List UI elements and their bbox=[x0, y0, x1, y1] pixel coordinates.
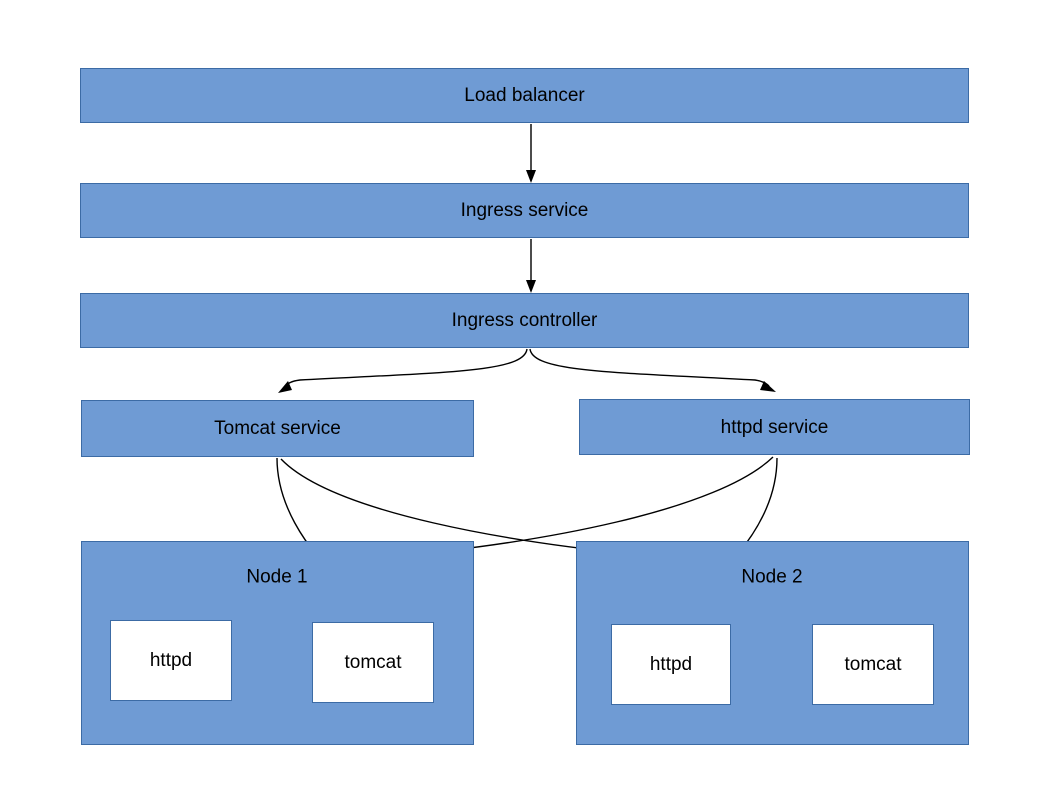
edge-controller-to-httpd-service bbox=[529, 348, 770, 387]
service-tomcat[interactable]: Tomcat service bbox=[81, 400, 474, 457]
pod-node2-httpd[interactable]: httpd bbox=[611, 624, 731, 705]
service-httpd[interactable]: httpd service bbox=[579, 399, 970, 455]
tier-ingress-controller[interactable]: Ingress controller bbox=[80, 293, 969, 348]
tier-load-balancer-label: Load balancer bbox=[464, 85, 585, 106]
pod-node1-tomcat[interactable]: tomcat bbox=[312, 622, 434, 703]
pod-node2-httpd-label: httpd bbox=[649, 654, 693, 675]
service-tomcat-label: Tomcat service bbox=[214, 418, 341, 439]
tier-load-balancer[interactable]: Load balancer bbox=[80, 68, 969, 123]
service-httpd-label: httpd service bbox=[720, 416, 829, 438]
tier-ingress-service-label: Ingress service bbox=[460, 200, 589, 221]
tier-ingress-controller-label: Ingress controller bbox=[451, 310, 598, 331]
node-label-1: Node 1 bbox=[246, 566, 308, 588]
pod-node1-tomcat-label: tomcat bbox=[344, 652, 402, 673]
arrowhead-controller-to-httpd-service bbox=[760, 381, 776, 392]
pod-node1-httpd[interactable]: httpd bbox=[110, 620, 232, 701]
pod-node1-httpd-label: httpd bbox=[149, 650, 193, 671]
node-label-2: Node 2 bbox=[741, 566, 803, 588]
pod-node2-tomcat-label: tomcat bbox=[844, 654, 902, 675]
tier-ingress-service[interactable]: Ingress service bbox=[80, 183, 969, 238]
arrowhead-ingress-service-to-controller bbox=[526, 280, 536, 293]
arrowhead-lb-to-ingress-service bbox=[526, 170, 536, 183]
pod-node2-tomcat[interactable]: tomcat bbox=[812, 624, 934, 705]
arrowhead-controller-to-tomcat-service bbox=[278, 381, 292, 393]
edge-controller-to-tomcat-service bbox=[284, 348, 528, 387]
